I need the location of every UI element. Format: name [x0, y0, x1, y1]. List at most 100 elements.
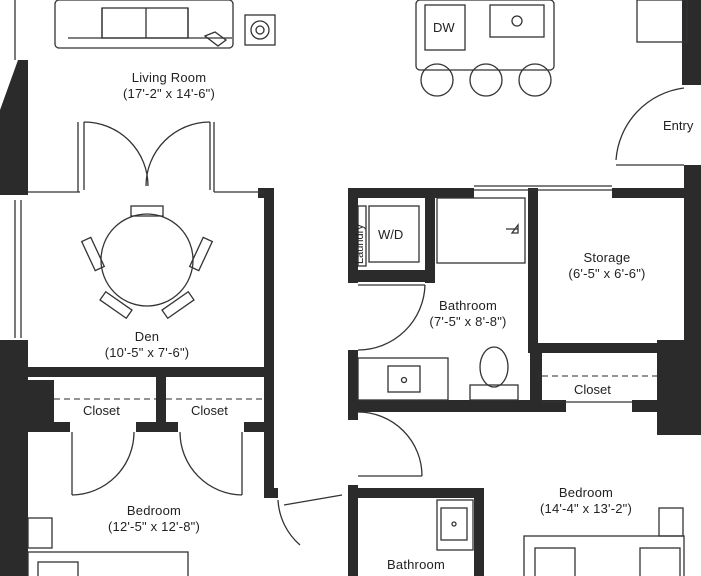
- bed-right: [523, 535, 685, 576]
- room-name: Bedroom: [558, 485, 614, 500]
- lower-bath-right-wall: [474, 488, 484, 576]
- bathroom-left-wall-upper: [348, 350, 358, 420]
- den-door-swing: [145, 121, 211, 187]
- room-name: Bathroom: [387, 557, 445, 572]
- dining-chair: [99, 290, 133, 320]
- vanity-sink: [387, 365, 421, 393]
- exterior-wall-right-lower: [657, 340, 701, 435]
- closet-divider: [156, 377, 166, 422]
- closet-middle-lower-wall: [136, 422, 178, 432]
- bedroom-right-label: Bedroom (14'-4" x 13'-2"): [518, 485, 654, 517]
- nightstand-left: [27, 517, 53, 549]
- room-dimensions: (14'-4" x 13'-2"): [539, 501, 632, 516]
- exterior-wall-left-lower: [0, 340, 28, 576]
- laundry-top-wall: [348, 188, 474, 198]
- laundry-right-wall: [425, 198, 435, 283]
- furniture: [27, 0, 688, 576]
- lower-bath-sink: [440, 507, 468, 541]
- bathroom-bottom-label: Bathroom: [376, 557, 456, 573]
- room-dimensions: (7'-5" x 8'-8"): [429, 314, 507, 329]
- laundry-bottom-wall: [348, 270, 435, 282]
- bed-left: [27, 551, 189, 576]
- lower-bath-sink-counter: [436, 499, 474, 551]
- lower-bath-left-wall: [348, 485, 358, 576]
- room-dimensions: (17'-2" x 14'-6"): [122, 86, 215, 101]
- exterior-wall-left-upper: [0, 60, 28, 195]
- room-name: Living Room: [131, 70, 207, 85]
- bathroom-center-label: Bathroom (7'-5" x 8'-8"): [410, 298, 526, 330]
- washer-dryer-label: W/D: [378, 227, 404, 242]
- side-table-lamp: [250, 20, 270, 40]
- storage-top-wall: [612, 188, 684, 198]
- bath-door-swing: [357, 284, 426, 351]
- dishwasher: [424, 4, 466, 51]
- dining-chair: [80, 236, 106, 272]
- room-dimensions: (10'-5" x 7'-6"): [104, 345, 190, 360]
- hall-door-swing: [277, 499, 301, 546]
- dishwasher-label: DW: [433, 20, 455, 35]
- entry-label: Entry: [663, 118, 694, 133]
- lower-bath-drain: [451, 521, 457, 527]
- bedroom-door-swing: [357, 411, 423, 477]
- bar-stool: [469, 63, 503, 97]
- bar-stool: [518, 63, 552, 97]
- bathroom-bottom-wall: [348, 400, 566, 412]
- dining-chair: [161, 290, 195, 320]
- storage-bottom-wall: [538, 343, 657, 353]
- closet-middle-label: Closet: [191, 403, 228, 418]
- room-name: Den: [134, 329, 160, 344]
- room-dimensions: (12'-5" x 12'-8"): [107, 519, 200, 534]
- living-room-label: Living Room (17'-2" x 14'-6"): [95, 70, 243, 102]
- dining-chair: [188, 236, 214, 272]
- den-label: Den (10'-5" x 7'-6"): [80, 329, 214, 361]
- laundry-left-wall: [348, 188, 358, 283]
- sofa-cushion: [101, 7, 189, 39]
- den-closet-wall: [28, 367, 264, 377]
- laundry-shelf: [357, 205, 367, 267]
- kitchen-island: [415, 0, 555, 71]
- closet-right-lower-wall: [244, 422, 264, 432]
- laundry-label: Laundry: [354, 224, 366, 264]
- closet-door-swing: [179, 431, 243, 496]
- kitchen-sink: [489, 4, 545, 38]
- hall-door-leaf: [283, 494, 343, 506]
- closet-right-label: Closet: [574, 382, 611, 397]
- storage-label: Storage (6'-5" x 6'-6"): [548, 250, 666, 282]
- exterior-wall-right-middle: [684, 165, 701, 340]
- closet-left-label: Closet: [83, 403, 120, 418]
- entry-door-swing: [615, 87, 685, 161]
- side-table-lamp-inner: [255, 25, 265, 35]
- closet-right-bottom-wall: [632, 400, 657, 412]
- sofa-pillow: [203, 31, 228, 47]
- dining-chair: [130, 205, 164, 217]
- bar-stool: [420, 63, 454, 97]
- storage-left-wall: [528, 188, 538, 353]
- shower-head: [506, 223, 519, 234]
- exterior-wall-left-notch: [28, 380, 54, 430]
- toilet-tank: [469, 384, 519, 401]
- door-stub-lower: [264, 488, 278, 498]
- dining-table: [100, 213, 194, 307]
- side-table: [244, 14, 276, 46]
- room-name: Bathroom: [439, 298, 497, 313]
- thin-lines: [14, 0, 685, 546]
- den-door-swing: [83, 121, 149, 187]
- lower-bath-top-wall: [348, 488, 484, 498]
- counter-right: [636, 0, 688, 43]
- bathroom-vanity: [357, 357, 449, 401]
- sofa: [54, 0, 234, 49]
- bathtub: [436, 197, 526, 264]
- bed-left-pillow: [37, 561, 79, 576]
- den-right-wall: [264, 188, 274, 498]
- toilet-bowl: [479, 346, 509, 388]
- bed-right-pillow: [639, 547, 681, 576]
- sink-drain: [511, 15, 523, 27]
- room-dimensions: (6'-5" x 6'-6"): [568, 266, 646, 281]
- closet-left-lower-wall: [28, 422, 70, 432]
- vanity-drain: [400, 376, 408, 384]
- closet-door-swing: [71, 431, 135, 496]
- den-right-wall-cap: [258, 188, 274, 198]
- bed-right-pillow: [534, 547, 576, 576]
